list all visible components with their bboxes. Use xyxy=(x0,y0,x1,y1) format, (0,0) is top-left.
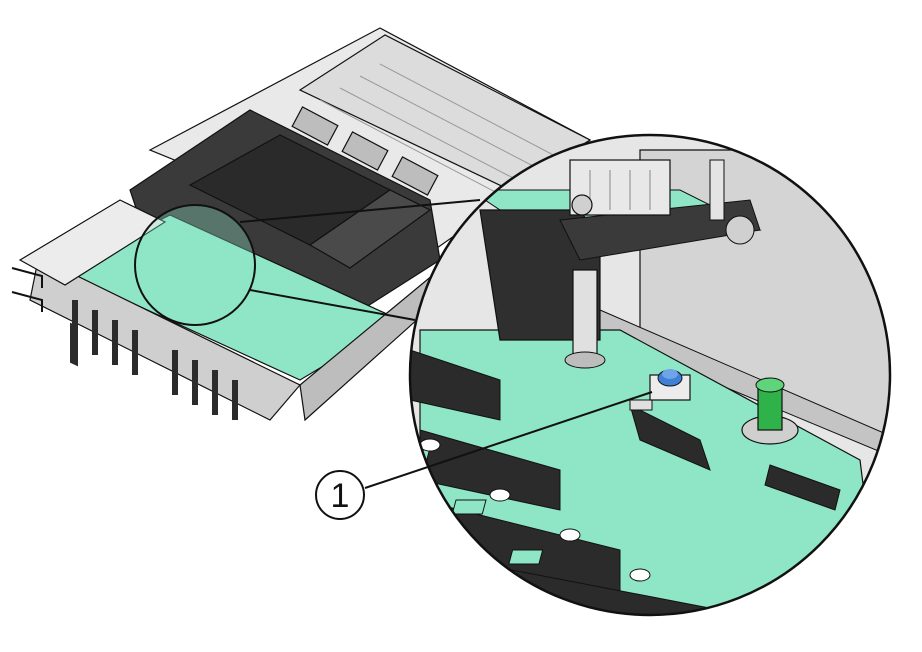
zoom-source-circle xyxy=(134,204,256,326)
riser-bracket xyxy=(479,209,601,341)
callout-number: 1 xyxy=(331,477,350,515)
fan-row xyxy=(291,106,439,196)
comb-holes xyxy=(419,438,651,582)
blue-push-button xyxy=(649,369,691,401)
zoom-link-line-lower xyxy=(249,289,416,321)
small-connector xyxy=(764,464,841,511)
psu-handles xyxy=(11,267,43,312)
header-connector xyxy=(629,404,711,471)
green-thumbscrew xyxy=(741,377,799,445)
zoom-link-line xyxy=(239,199,481,223)
callout-marker xyxy=(315,470,365,520)
standoff-post xyxy=(572,269,598,361)
power-supply xyxy=(18,199,167,286)
callout-leader-line xyxy=(364,391,653,489)
zoom-detail-border xyxy=(408,133,892,617)
zoom-detail xyxy=(410,135,890,615)
